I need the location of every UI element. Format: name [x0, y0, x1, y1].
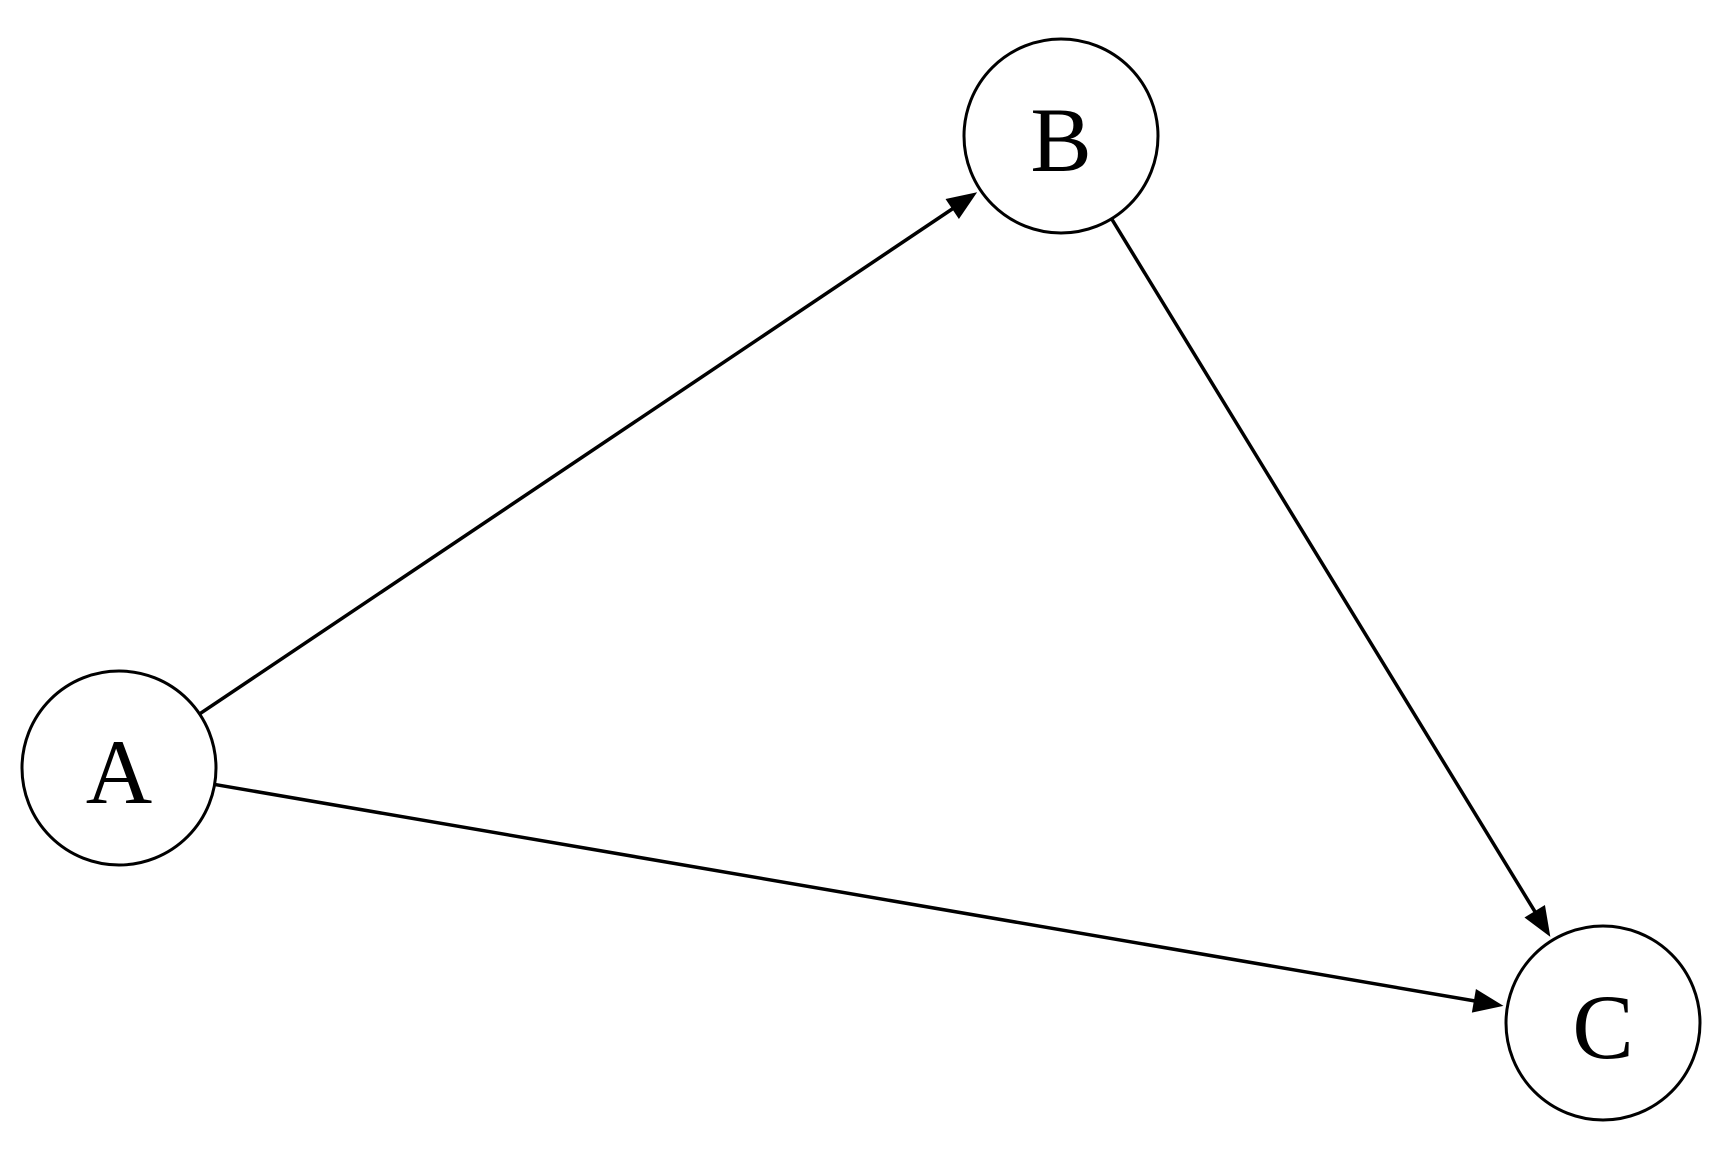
node-label: A [86, 721, 152, 823]
node-b: B [962, 37, 1160, 235]
arrowhead-icon [945, 192, 978, 219]
node-circle [1504, 924, 1702, 1122]
edge-line [214, 782, 1477, 1003]
node-label: C [1572, 976, 1633, 1078]
nodes-layer: A B C [20, 37, 1702, 1122]
node-circle [20, 669, 218, 867]
node-c: C [1504, 924, 1702, 1122]
edge-a-to-c [214, 782, 1504, 1013]
node-circle [962, 37, 1160, 235]
edge-a-to-b [198, 192, 978, 716]
edges-layer [198, 192, 1551, 1013]
edge-line [1110, 217, 1538, 914]
arrowhead-icon [1471, 988, 1504, 1013]
node-label: B [1030, 89, 1091, 191]
edge-line [198, 206, 955, 716]
arrowhead-icon [1524, 904, 1551, 937]
edge-b-to-c [1110, 217, 1551, 937]
node-a: A [20, 669, 218, 867]
